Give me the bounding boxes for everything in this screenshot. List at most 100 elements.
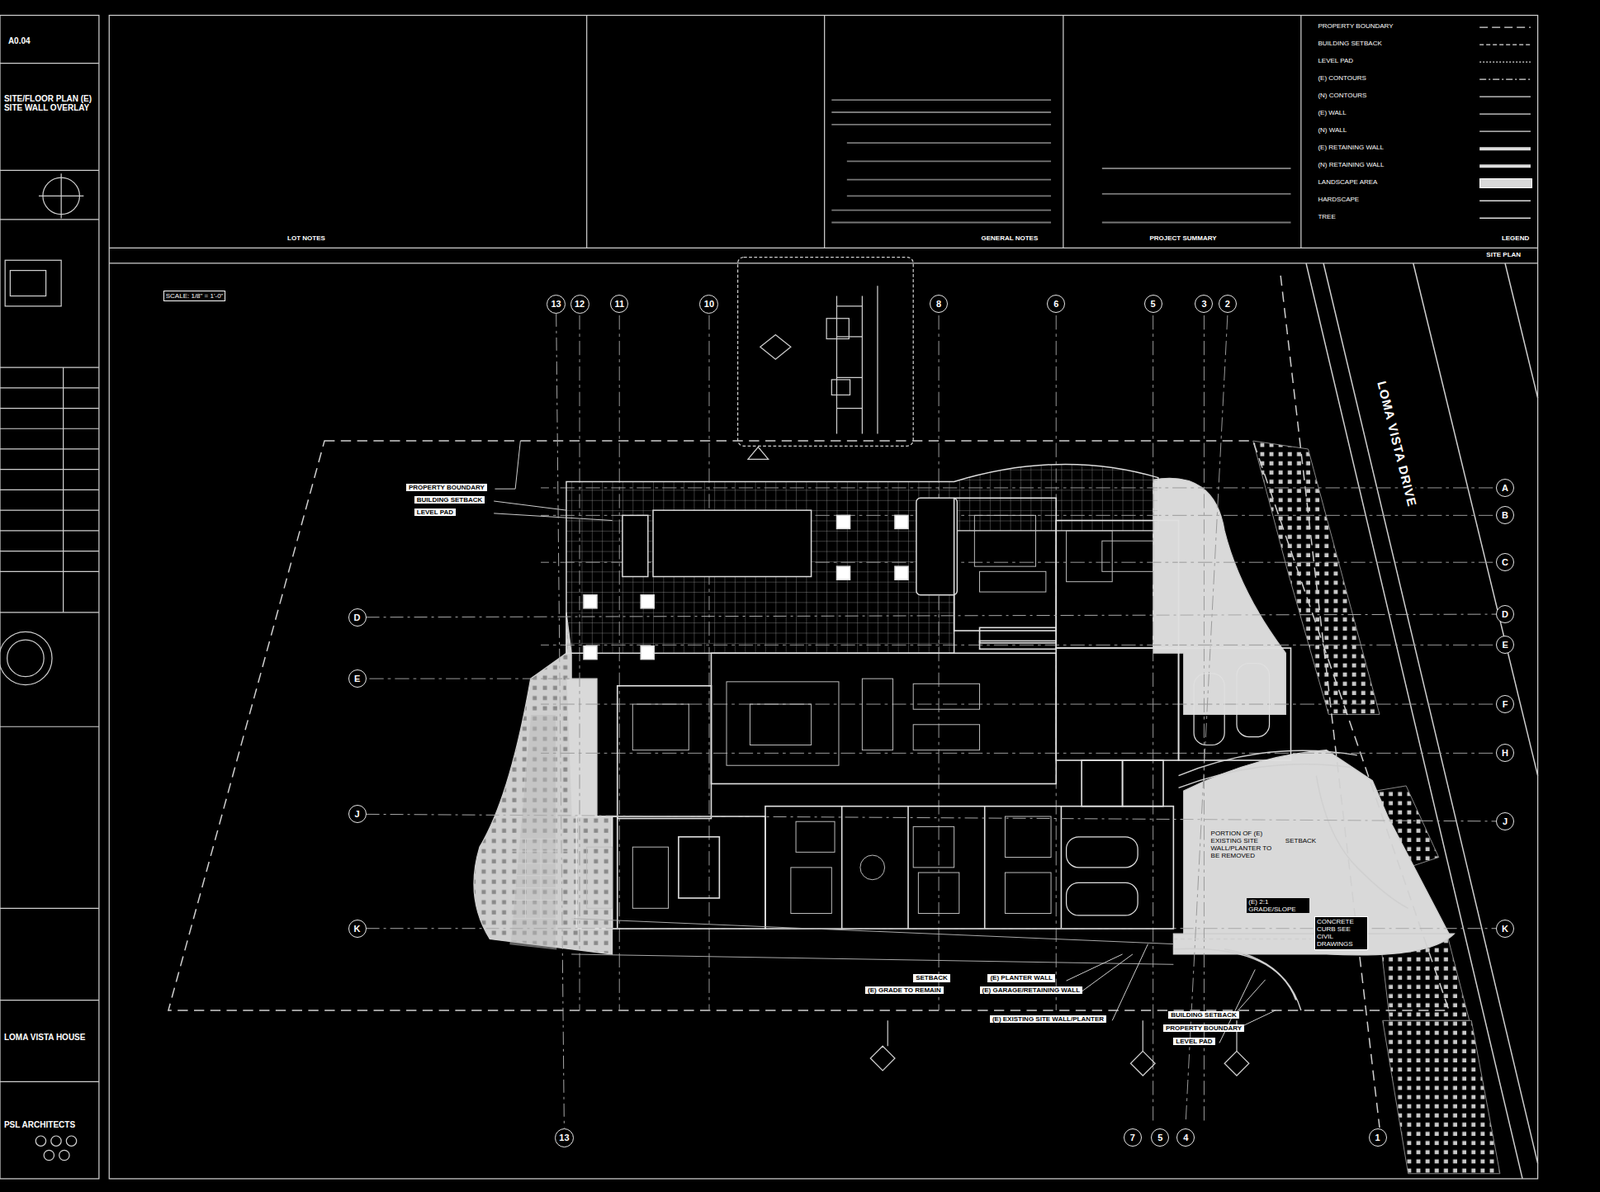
plan-rect	[749, 704, 811, 745]
legend-sample	[1479, 79, 1531, 81]
legend-sample	[1479, 113, 1531, 115]
plan-path	[1224, 1050, 1250, 1076]
legend-sample	[1479, 217, 1531, 219]
plan-rect	[894, 515, 909, 529]
plan-line	[0, 218, 100, 220]
plan-line	[847, 160, 1051, 162]
grid-bubble: A	[1495, 478, 1515, 498]
plan-line	[108, 247, 1538, 249]
pool-deck	[566, 463, 1159, 659]
grid-label: J	[1502, 816, 1508, 827]
grid-label: H	[1501, 747, 1509, 758]
plan-line	[1102, 167, 1292, 170]
walls-and-curbs	[887, 750, 1408, 1051]
callout-tag: LEVEL PAD	[414, 508, 456, 516]
plan-line	[0, 726, 100, 728]
grid-label: 12	[574, 298, 585, 309]
grid-label: 11	[614, 298, 625, 309]
plan-path	[836, 285, 877, 434]
plan-rect	[1066, 882, 1139, 916]
plan-line	[369, 678, 572, 680]
plan-line	[708, 315, 710, 1011]
plan-line	[1062, 15, 1064, 249]
callout-tag: (E) GRADE TO REMAIN	[865, 986, 944, 995]
callout-tag: (E) EXISTING SITE WALL/PLANTER	[989, 1015, 1107, 1023]
plan-rect	[583, 646, 597, 660]
plan-path	[493, 501, 567, 511]
grid-bubble: 4	[1176, 1128, 1195, 1147]
sheet-frame	[0, 15, 1539, 1179]
legend-sample	[1479, 26, 1531, 28]
plan-path	[1178, 750, 1358, 788]
grid-label: 13	[550, 298, 561, 309]
plan-rect	[738, 257, 914, 447]
plan-rect	[918, 872, 959, 914]
plan-path	[1130, 1050, 1156, 1076]
plan-rect	[1102, 540, 1154, 572]
note-label: LOT NOTES	[285, 234, 327, 242]
note-label: CONCRETE CURB SEE CIVIL DRAWINGS	[1314, 916, 1369, 951]
legend-text: BUILDING SETBACK	[1315, 39, 1383, 48]
plan-rect	[913, 724, 980, 751]
grid-line	[366, 814, 1496, 822]
grid-label: E	[1501, 639, 1508, 650]
grid-label: 5	[1157, 1132, 1163, 1143]
plan-circle	[43, 1150, 54, 1160]
legend-sample	[1479, 131, 1531, 133]
property-boundary	[168, 275, 1449, 1128]
legend-text: (N) CONTOURS	[1315, 91, 1369, 100]
plan-path	[473, 612, 613, 955]
plan-rect	[979, 571, 1047, 592]
grid-bubble: E	[1495, 635, 1515, 654]
callout-tag: SETBACK	[913, 974, 951, 982]
legend-text: LANDSCAPE AREA	[1315, 178, 1379, 186]
grid-bubble: 5	[1150, 1128, 1170, 1147]
grid-bubble: K	[1495, 919, 1515, 938]
grid-bubble: F	[1495, 695, 1515, 714]
plan-path	[168, 440, 1449, 1011]
plan-rect	[1004, 816, 1051, 857]
plan-line	[0, 62, 100, 64]
plan-line	[586, 15, 587, 249]
legend-swatch	[1479, 178, 1533, 189]
grid-bubble: E	[348, 669, 367, 688]
plan-rect	[510, 838, 574, 919]
stairs	[510, 838, 574, 919]
plan-circle	[59, 1150, 70, 1160]
plan-line	[938, 315, 940, 1011]
plan-line	[0, 611, 100, 613]
grid-label: D	[354, 612, 361, 623]
plan-path	[1112, 944, 1148, 1022]
legend-sample	[1479, 43, 1531, 45]
legend-text: (E) RETAINING WALL	[1315, 143, 1386, 152]
grid-label: C	[1501, 557, 1509, 568]
plan-line	[847, 179, 1051, 181]
plan-line	[831, 123, 1051, 126]
plan-rect	[1122, 760, 1164, 807]
plan-line	[619, 315, 621, 1011]
callout-tag: PROPERTY BOUNDARY	[406, 483, 488, 492]
legend-text: (E) WALL	[1315, 108, 1348, 117]
note-label: GENERAL NOTES	[979, 234, 1041, 242]
grid-label: 4	[1183, 1132, 1189, 1143]
plan-rect	[9, 270, 46, 297]
plan-line	[841, 806, 843, 929]
plan-rect	[913, 826, 954, 867]
plan-path	[494, 440, 521, 489]
plan-rect	[979, 640, 1057, 649]
legend-sample	[1479, 96, 1531, 98]
notes-lines	[831, 99, 1291, 223]
plan-path	[571, 918, 1174, 966]
note-label: SITE/FLOOR PLAN (E) SITE WALL OVERLAY	[4, 94, 96, 114]
plan-line	[1413, 263, 1539, 777]
plan-rect	[4, 260, 62, 307]
plan-rect	[583, 595, 597, 609]
plan-circle	[35, 1136, 46, 1146]
plan-rect	[795, 821, 835, 853]
plan-rect	[617, 686, 712, 819]
plan-rect	[836, 515, 850, 529]
callout-tag: (E) PLANTER WALL	[987, 974, 1056, 982]
grid-label: K	[1501, 923, 1509, 934]
plan-path	[566, 678, 597, 817]
plan-path	[760, 335, 791, 360]
